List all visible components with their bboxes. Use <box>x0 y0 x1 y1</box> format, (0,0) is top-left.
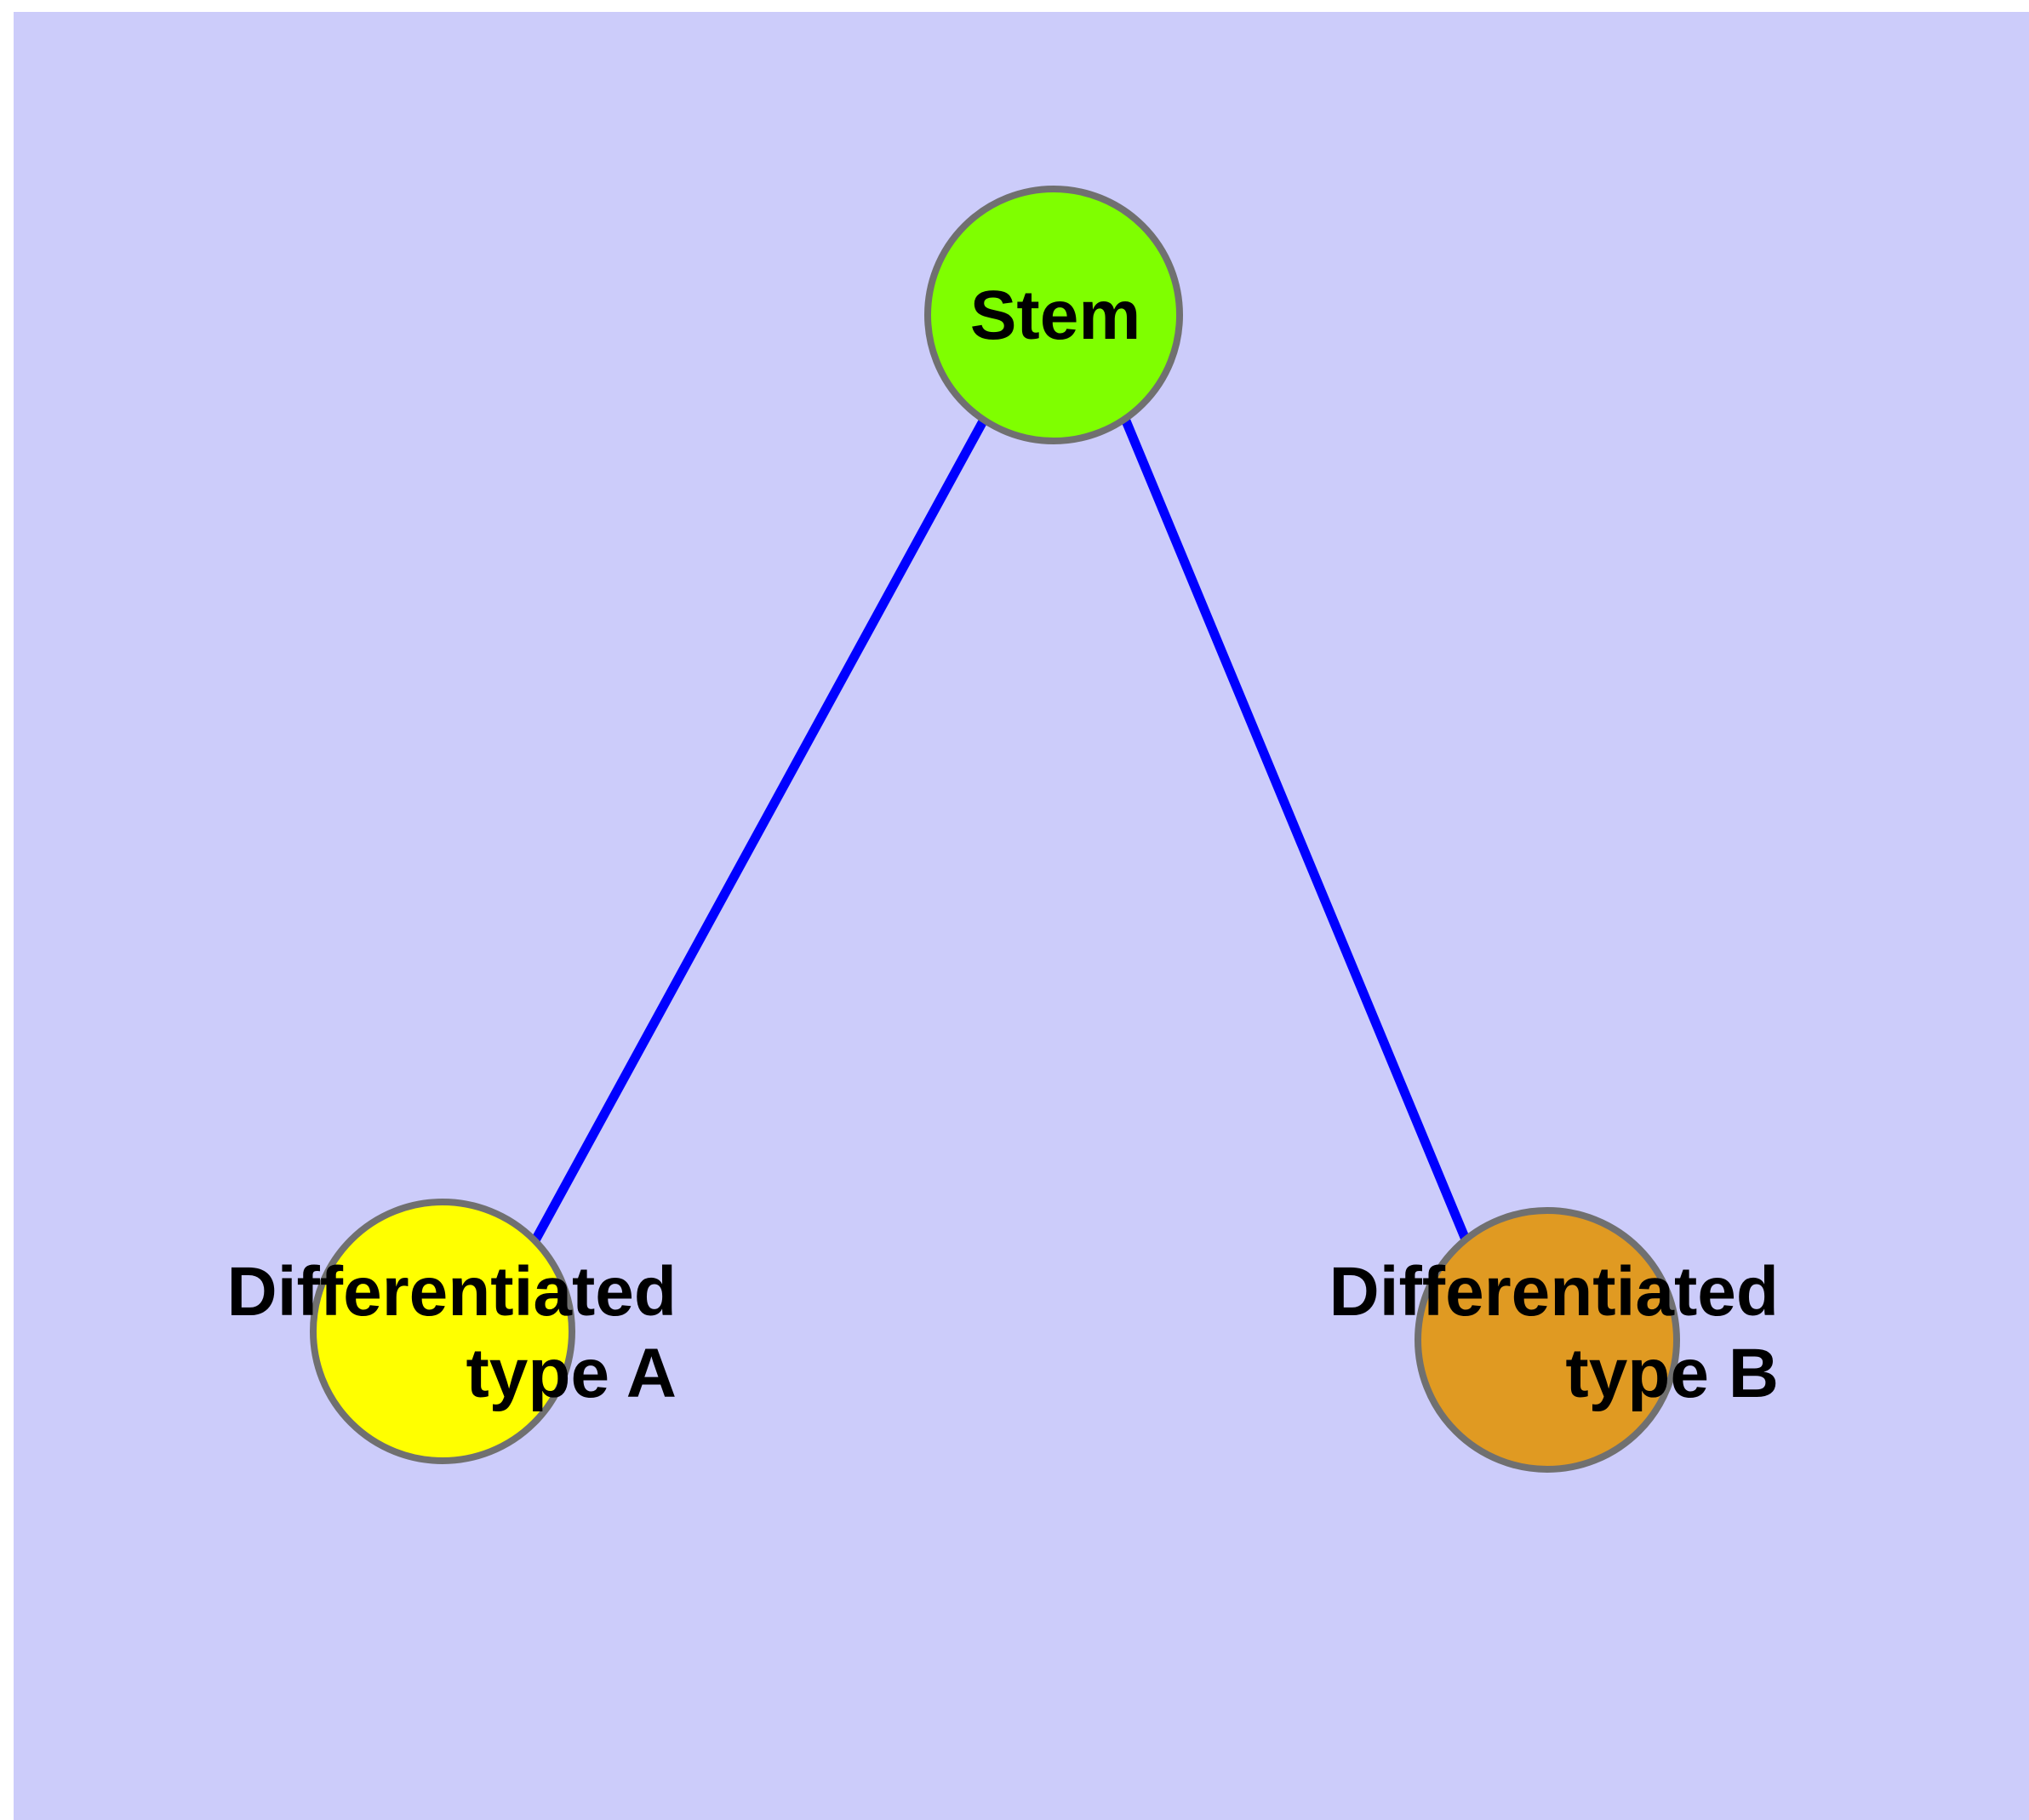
node-layer <box>310 186 1680 1473</box>
edge-stem-diff-a[interactable] <box>526 417 988 1252</box>
node-label-line: type A <box>466 1335 677 1412</box>
node-stem[interactable] <box>924 186 1183 444</box>
edge-stem-diff-b[interactable] <box>1120 416 1471 1242</box>
node-label-line: type B <box>1565 1335 1779 1412</box>
node-label-line: Differentiated <box>1329 1253 1779 1331</box>
node-label-stem: Stem <box>970 277 1141 354</box>
node-diff-b[interactable] <box>1415 1207 1680 1473</box>
node-diff-a[interactable] <box>310 1199 575 1464</box>
node-label-line: Stem <box>970 277 1141 354</box>
edge-layer <box>526 416 1471 1252</box>
node-label-line: Differentiated <box>226 1253 677 1331</box>
